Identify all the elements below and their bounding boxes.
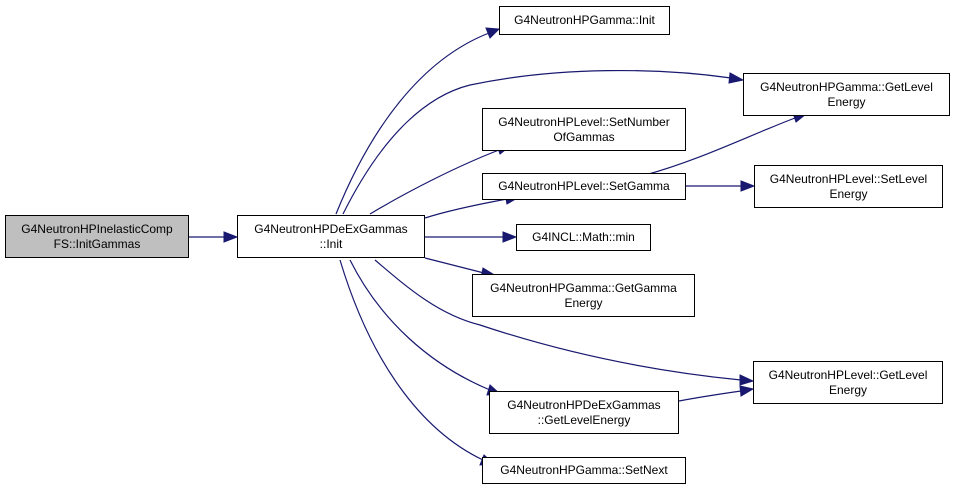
node-gamma-setnext-line1: G4NeutronHPGamma::SetNext <box>500 463 668 477</box>
node-level-setgamma-line1: G4NeutronHPLevel::SetGamma <box>498 179 670 193</box>
node-level-setnumber[interactable]: G4NeutronHPLevel::SetNumber OfGammas <box>482 108 686 151</box>
node-dex-getlevelenergy-line1: G4NeutronHPDeExGammas <box>507 397 661 412</box>
node-level-setgamma[interactable]: G4NeutronHPLevel::SetGamma <box>482 173 686 200</box>
node-gamma-getgammaenergy-line1: G4NeutronHPGamma::GetGamma <box>490 280 677 295</box>
edge-dex-init-to-gamma-getlevelenergy <box>342 69 745 215</box>
node-gamma-getgammaenergy[interactable]: G4NeutronHPGamma::GetGamma Energy <box>472 274 695 317</box>
node-gamma-getgammaenergy-line2: Energy <box>564 295 603 310</box>
node-gamma-init-line1: G4NeutronHPGamma::Init <box>514 13 655 27</box>
edge-dex-init-to-gamma-init <box>335 27 501 215</box>
node-level-setlevelenergy[interactable]: G4NeutronHPLevel::SetLevel Energy <box>754 165 943 208</box>
node-incl-min-line1: G4INCL::Math::min <box>532 230 635 244</box>
node-dex-init-line2: ::Init <box>319 236 343 251</box>
node-dex-getlevelenergy-line2: ::GetLevelEnergy <box>537 412 631 427</box>
node-gamma-getlevelenergy-line2: Energy <box>827 94 866 109</box>
node-level-getlevelenergy-line1: G4NeutronHPLevel::GetLevel <box>768 367 928 382</box>
node-level-getlevelenergy-line2: Energy <box>828 382 868 397</box>
node-gamma-getlevelenergy-line1: G4NeutronHPGamma::GetLevel <box>760 79 933 94</box>
edge-root-to-dex-init <box>189 231 239 243</box>
node-level-getlevelenergy[interactable]: G4NeutronHPLevel::GetLevel Energy <box>753 361 943 404</box>
node-incl-min[interactable]: G4INCL::Math::min <box>516 224 651 251</box>
edge-dex-init-to-incl-min <box>425 231 518 243</box>
node-gamma-init[interactable]: G4NeutronHPGamma::Init <box>499 6 670 35</box>
node-level-setlevelenergy-line1: G4NeutronHPLevel::SetLevel <box>769 171 928 186</box>
node-level-setnumber-line1: G4NeutronHPLevel::SetNumber <box>498 114 670 129</box>
node-dex-getlevelenergy[interactable]: G4NeutronHPDeExGammas ::GetLevelEnergy <box>489 391 679 434</box>
node-gamma-getlevelenergy[interactable]: G4NeutronHPGamma::GetLevel Energy <box>743 73 950 116</box>
edge-dex-init-to-level-getlevelenergy <box>374 259 755 386</box>
node-root-initgammas: G4NeutronHPInelasticComp FS::InitGammas <box>5 215 189 258</box>
edge-dex-getlevelenergy-to-level-getlevelenergy <box>678 385 755 402</box>
node-dex-init[interactable]: G4NeutronHPDeExGammas ::Init <box>237 215 425 258</box>
node-level-setlevelenergy-line2: Energy <box>829 186 868 201</box>
edge-level-setgamma-to-level-setlevelenergy <box>686 180 756 192</box>
edge-dex-init-to-gamma-setnext <box>339 259 496 466</box>
node-root-line2: FS::InitGammas <box>53 236 141 251</box>
node-level-setnumber-line2: OfGammas <box>553 129 615 144</box>
node-gamma-setnext[interactable]: G4NeutronHPGamma::SetNext <box>482 457 686 484</box>
node-dex-init-line1: G4NeutronHPDeExGammas <box>254 221 408 236</box>
node-root-line1: G4NeutronHPInelasticComp <box>21 221 173 236</box>
